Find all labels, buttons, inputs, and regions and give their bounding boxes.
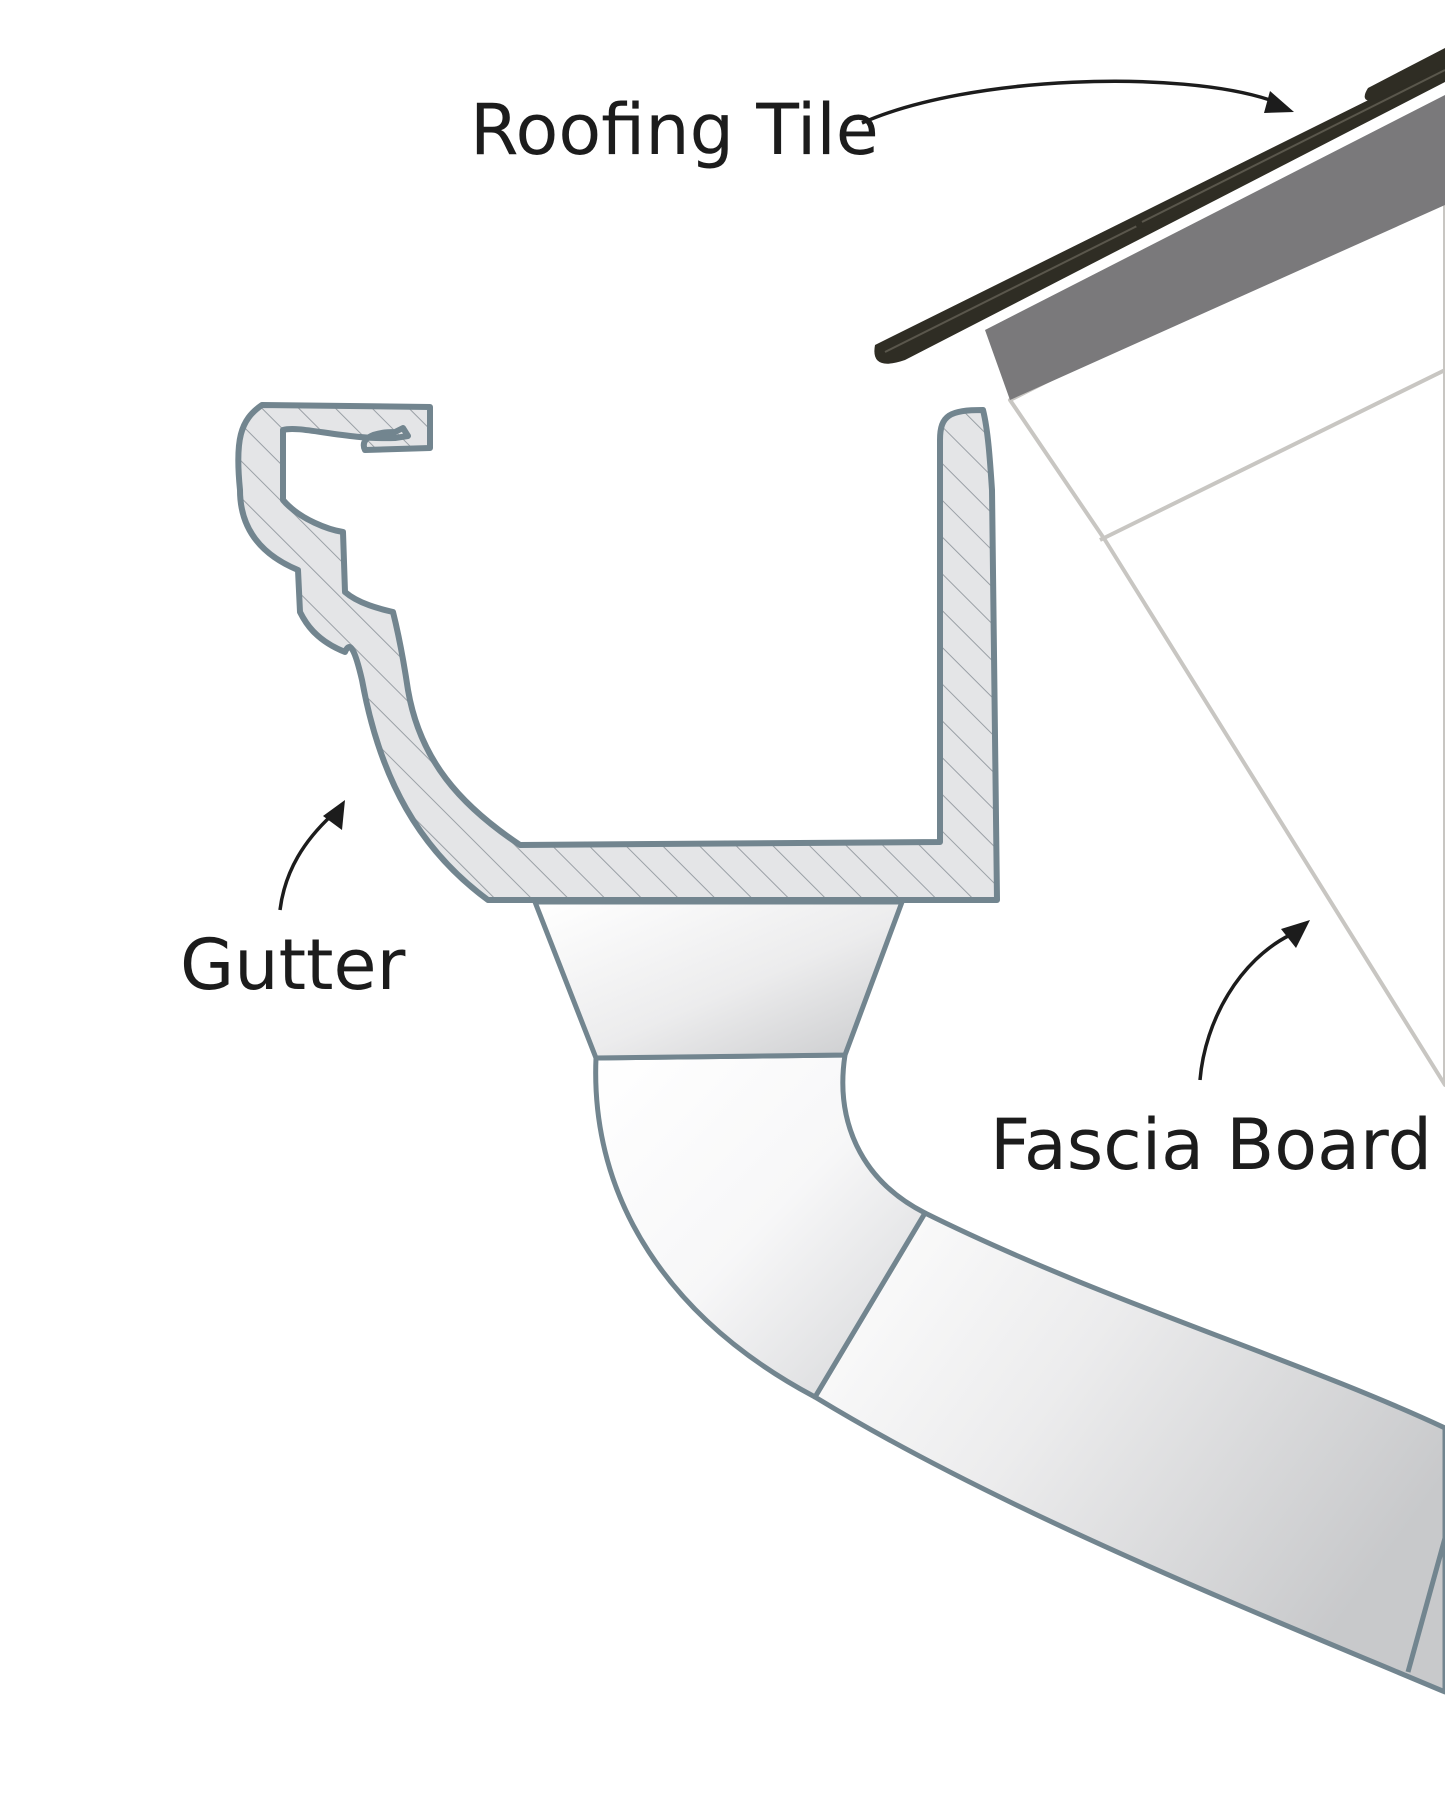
fascia-board-label: Fascia Board xyxy=(990,1104,1433,1186)
gutter-label: Gutter xyxy=(180,924,406,1006)
roof-deck xyxy=(985,95,1445,400)
arrowhead-icon xyxy=(323,800,345,830)
roofing-tile-label: Roofing Tile xyxy=(470,89,879,171)
gutter-outlet-funnel xyxy=(532,899,905,1061)
downspout-elbow xyxy=(593,1052,928,1400)
downspout-seam xyxy=(1405,1537,1445,1673)
gutter-arrow xyxy=(278,800,345,911)
fascia-board-trim-line xyxy=(1099,368,1445,542)
roofing-tile-upper xyxy=(1364,48,1445,101)
roofing-tile-arrow xyxy=(861,79,1294,125)
roofing-tiles xyxy=(874,48,1445,364)
gutter-profile xyxy=(235,402,1000,903)
downspout-pipe xyxy=(812,1210,1445,1695)
fascia-board-arrow xyxy=(1198,920,1310,1081)
arrowhead-icon xyxy=(1264,91,1294,113)
arrowhead-icon xyxy=(1281,920,1310,948)
